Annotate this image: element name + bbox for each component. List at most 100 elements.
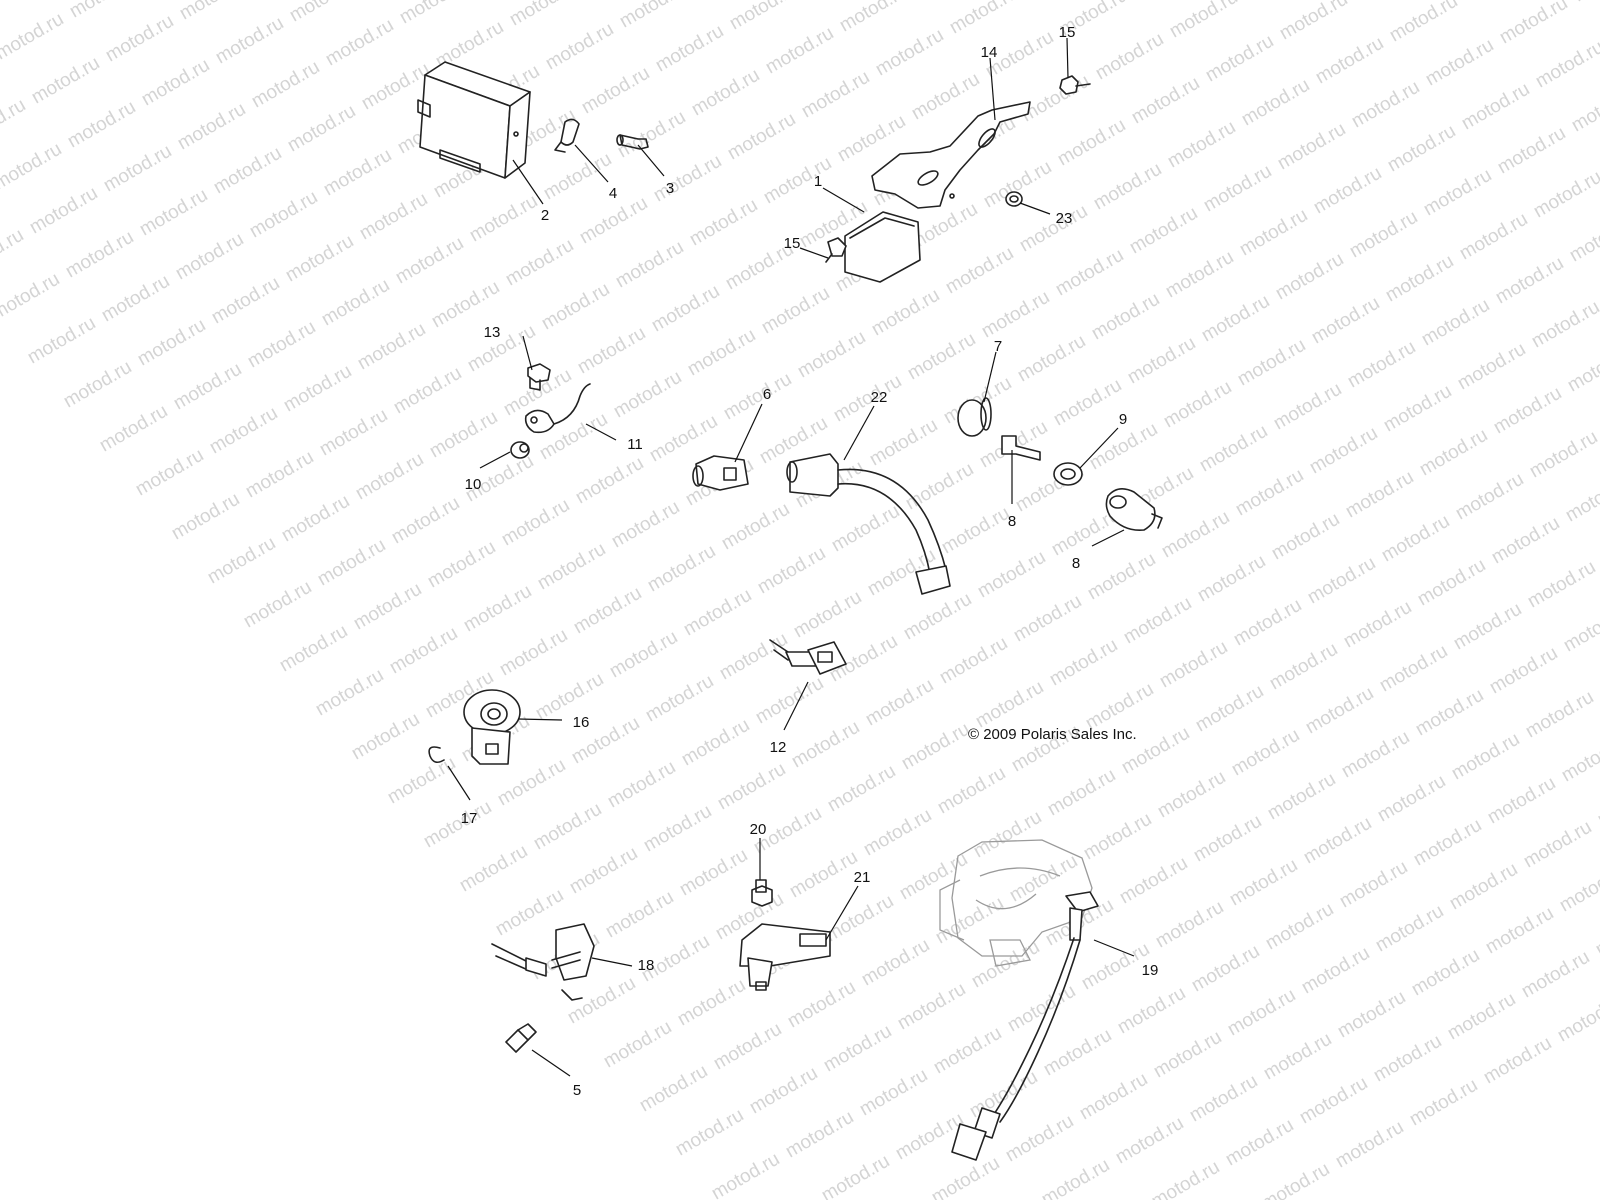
watermark-text: motod.ru bbox=[466, 191, 541, 247]
watermark-text: motod.ru bbox=[1304, 553, 1379, 609]
watermark-text: motod.ru bbox=[1306, 423, 1381, 479]
part-clamp bbox=[554, 118, 580, 153]
watermark-text: motod.ru bbox=[758, 283, 833, 339]
callout-1: 1 bbox=[814, 173, 822, 190]
watermark-text: motod.ru bbox=[498, 495, 573, 551]
callout-8-switch: 8 bbox=[1072, 555, 1080, 572]
part-bolt-20 bbox=[751, 879, 773, 907]
watermark-text: motod.ru bbox=[424, 537, 499, 593]
watermark-text: motod.ru bbox=[246, 187, 321, 243]
callout-19: 19 bbox=[1142, 962, 1159, 979]
watermark-text: motod.ru bbox=[390, 363, 465, 419]
watermark-text: motod.ru bbox=[204, 533, 279, 589]
callout-18: 18 bbox=[638, 957, 655, 974]
watermark-text: motod.ru bbox=[1258, 1159, 1333, 1200]
watermark-text: motod.ru bbox=[1496, 0, 1571, 48]
watermark-text: motod.ru bbox=[282, 231, 357, 287]
part-ring bbox=[1053, 462, 1083, 486]
watermark-text: motod.ru bbox=[1488, 513, 1563, 569]
watermark-text: motod.ru bbox=[396, 0, 471, 28]
watermark-text: motod.ru bbox=[392, 233, 467, 289]
watermark-text: motod.ru bbox=[1124, 333, 1199, 389]
watermark-text: motod.ru bbox=[720, 369, 795, 425]
watermark-text: motod.ru bbox=[794, 327, 869, 383]
watermark-text: motod.ru bbox=[318, 275, 393, 331]
watermark-text: motod.ru bbox=[66, 0, 141, 22]
watermark-text: motod.ru bbox=[208, 273, 283, 329]
part-connector-6 bbox=[692, 455, 749, 491]
watermark-text: motod.ru bbox=[946, 0, 1021, 38]
watermark-text: motod.ru bbox=[386, 623, 461, 679]
callout-22: 22 bbox=[871, 389, 888, 406]
watermark-text: motod.ru bbox=[1126, 203, 1201, 259]
watermark-text: motod.ru bbox=[62, 227, 137, 283]
watermark-text: motod.ru bbox=[978, 287, 1053, 343]
watermark-text: motod.ru bbox=[894, 979, 969, 1035]
watermark-text: motod.ru bbox=[934, 763, 1009, 819]
watermark-text: motod.ru bbox=[936, 633, 1011, 689]
watermark-text: motod.ru bbox=[426, 407, 501, 463]
watermark-text: motod.ru bbox=[614, 107, 689, 163]
watermark-text: motod.ru bbox=[1414, 555, 1489, 611]
watermark-text: motod.ru bbox=[248, 57, 323, 113]
watermark-text: motod.ru bbox=[1164, 117, 1239, 173]
watermark-text: motod.ru bbox=[798, 67, 873, 123]
watermark-text: motod.ru bbox=[134, 315, 209, 371]
watermark-text: motod.ru bbox=[1236, 205, 1311, 261]
watermark-text: motod.ru bbox=[754, 543, 829, 599]
part-nut bbox=[1005, 191, 1023, 207]
watermark-text: motod.ru bbox=[1016, 201, 1091, 257]
watermark-text: motod.ru bbox=[1592, 905, 1600, 961]
part-screw-left bbox=[825, 237, 847, 263]
watermark-text: motod.ru bbox=[856, 1065, 931, 1121]
watermark-text: motod.ru bbox=[460, 581, 535, 637]
watermark-text: motod.ru bbox=[172, 229, 247, 285]
watermark-text: motod.ru bbox=[352, 449, 427, 505]
watermark-text: motod.ru bbox=[420, 797, 495, 853]
watermark-text: motod.ru bbox=[506, 0, 581, 30]
watermark-text: motod.ru bbox=[1202, 31, 1277, 87]
watermark-text: motod.ru bbox=[64, 97, 139, 153]
watermark-text: motod.ru bbox=[642, 671, 717, 727]
watermark-text: motod.ru bbox=[600, 1017, 675, 1073]
watermark-text: motod.ru bbox=[1370, 1031, 1445, 1087]
watermark-text: motod.ru bbox=[714, 759, 789, 815]
watermark-text: motod.ru bbox=[1234, 335, 1309, 391]
watermark-text: motod.ru bbox=[1272, 249, 1347, 305]
watermark-text: motod.ru bbox=[138, 55, 213, 111]
watermark-text: motod.ru bbox=[174, 99, 249, 155]
watermark-text: motod.ru bbox=[1336, 857, 1411, 913]
watermark-text: motod.ru bbox=[824, 761, 899, 817]
watermark-text: motod.ru bbox=[532, 669, 607, 725]
part-sensor-cable bbox=[786, 453, 951, 595]
watermark-text: motod.ru bbox=[1486, 643, 1561, 699]
watermark-text: motod.ru bbox=[1412, 685, 1487, 741]
watermark-text: motod.ru bbox=[898, 719, 973, 775]
watermark-text: motod.ru bbox=[1018, 71, 1093, 127]
watermark-text: motod.ru bbox=[760, 153, 835, 209]
watermark-text: motod.ru bbox=[356, 189, 431, 245]
watermark-text: motod.ru bbox=[284, 101, 359, 157]
watermark-text: motod.ru bbox=[718, 499, 793, 555]
watermark-text: motod.ru bbox=[1160, 377, 1235, 433]
watermark-text: motod.ru bbox=[1560, 601, 1600, 657]
watermark-text: motod.ru bbox=[1262, 899, 1337, 955]
watermark-text: motod.ru bbox=[1312, 33, 1387, 89]
watermark-text: motod.ru bbox=[1340, 597, 1415, 653]
watermark-text: motod.ru bbox=[1226, 855, 1301, 911]
watermark-text: motod.ru bbox=[820, 1021, 895, 1077]
watermark-text: motod.ru bbox=[616, 0, 691, 32]
watermark-text: motod.ru bbox=[0, 0, 31, 20]
watermark-text: motod.ru bbox=[1310, 163, 1385, 219]
watermark-text: motod.ru bbox=[566, 843, 641, 899]
watermark-text: motod.ru bbox=[1558, 731, 1600, 787]
watermark-text: motod.ru bbox=[1198, 291, 1273, 347]
watermark-text: motod.ru bbox=[1276, 0, 1351, 44]
watermark-text: motod.ru bbox=[502, 235, 577, 291]
watermark-text: motod.ru bbox=[1452, 469, 1527, 525]
watermark-text: motod.ru bbox=[680, 585, 755, 641]
watermark-text: motod.ru bbox=[1444, 989, 1519, 1045]
watermark-text: motod.ru bbox=[1076, 1069, 1151, 1125]
watermark-text: motod.ru bbox=[348, 709, 423, 765]
